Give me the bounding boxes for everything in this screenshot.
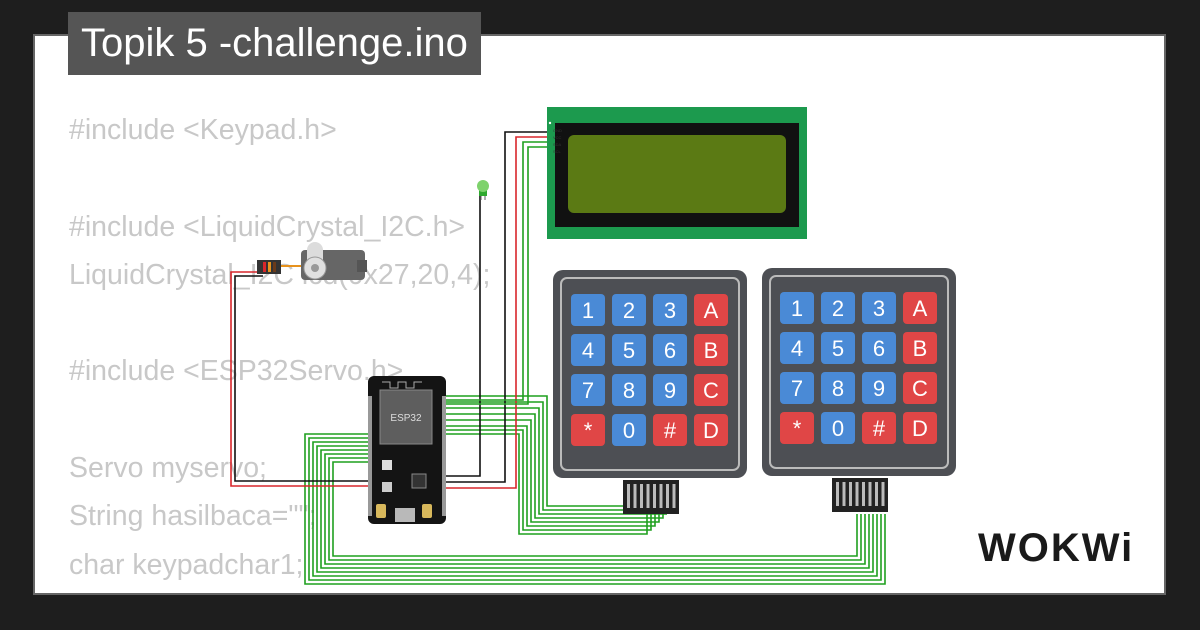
svg-text:3: 3 <box>664 298 676 323</box>
keypad-key[interactable]: 1 <box>571 294 605 326</box>
code-background: #include <Keypad.h> #include <LiquidCrys… <box>69 114 491 581</box>
lcd-display: GND VCC SDA SCL <box>547 107 807 239</box>
green-led <box>477 180 489 200</box>
keypad-key[interactable]: 2 <box>612 294 646 326</box>
svg-text:9: 9 <box>664 378 676 403</box>
keypad-key[interactable]: 4 <box>571 334 605 366</box>
svg-text:C: C <box>912 376 928 401</box>
keypad-key[interactable]: B <box>903 332 937 364</box>
svg-text:5: 5 <box>832 336 844 361</box>
keypad-pin <box>842 482 846 506</box>
svg-text:6: 6 <box>664 338 676 363</box>
svg-text:2: 2 <box>623 298 635 323</box>
keypad-pin <box>672 484 676 508</box>
svg-text:A: A <box>704 298 719 323</box>
keypad-pin <box>646 484 650 508</box>
lcd-pin-vcc: VCC <box>553 135 562 140</box>
keypad-key[interactable]: D <box>903 412 937 444</box>
svg-text:7: 7 <box>582 378 594 403</box>
svg-text:5: 5 <box>623 338 635 363</box>
keypad-pin <box>640 484 643 508</box>
svg-text:*: * <box>793 416 802 441</box>
keypad-pin <box>627 484 630 508</box>
keypad-key[interactable]: 4 <box>780 332 814 364</box>
svg-text:8: 8 <box>623 378 635 403</box>
svg-text:9: 9 <box>873 376 885 401</box>
keypad-pin <box>875 482 878 506</box>
servo <box>257 242 367 280</box>
esp32-label: ESP32 <box>390 413 422 424</box>
keypad-key[interactable]: 2 <box>821 292 855 324</box>
keypad-1: 1 2 3 A 4 5 6 B 7 8 9 C * 0 # D <box>553 270 747 514</box>
keypad-key[interactable]: 3 <box>653 294 687 326</box>
svg-text:4: 4 <box>791 336 803 361</box>
keypad-key[interactable]: B <box>694 334 728 366</box>
keypad-pin <box>862 482 865 506</box>
svg-text:A: A <box>913 296 928 321</box>
keypad-key[interactable]: 3 <box>862 292 896 324</box>
keypad-key[interactable]: D <box>694 414 728 446</box>
wokwi-logo: WOKWi <box>978 526 1135 570</box>
esp32-board: ESP32 <box>368 376 446 524</box>
svg-text:0: 0 <box>832 416 844 441</box>
keypad-pin <box>855 482 859 506</box>
svg-text:7: 7 <box>791 376 803 401</box>
keypad-key[interactable]: 7 <box>571 374 605 406</box>
lcd-pin-sda: SDA <box>553 142 562 147</box>
page-title: Topik 5 -challenge.ino <box>68 12 481 75</box>
svg-text:#: # <box>664 418 677 443</box>
circuit-diagram: GND VCC SDA SCL ESP32 1 2 3 A 4 5 6 <box>230 107 956 585</box>
keypad-key[interactable]: 0 <box>821 412 855 444</box>
keypad-pin <box>868 482 872 506</box>
keypad-key[interactable]: 9 <box>653 374 687 406</box>
svg-text:D: D <box>703 418 719 443</box>
keypad-wires <box>304 395 886 585</box>
keypad-key[interactable]: C <box>903 372 937 404</box>
keypad-key[interactable]: 6 <box>862 332 896 364</box>
svg-text:B: B <box>913 336 928 361</box>
keypad-key[interactable]: 6 <box>653 334 687 366</box>
keypad-key[interactable]: A <box>903 292 937 324</box>
keypad-key[interactable]: 5 <box>821 332 855 364</box>
keypad-pin <box>653 484 656 508</box>
svg-text:#: # <box>873 416 886 441</box>
keypad-key[interactable]: A <box>694 294 728 326</box>
svg-text:D: D <box>912 416 928 441</box>
keypad-pin <box>659 484 663 508</box>
keypad-key[interactable]: 0 <box>612 414 646 446</box>
svg-text:3: 3 <box>873 296 885 321</box>
svg-text:*: * <box>584 418 593 443</box>
keypad-pin <box>666 484 669 508</box>
keypad-key[interactable]: 8 <box>821 372 855 404</box>
svg-text:6: 6 <box>873 336 885 361</box>
keypad-2: 1 2 3 A 4 5 6 B 7 8 9 C * 0 # D <box>762 268 956 512</box>
keypad-key[interactable]: 1 <box>780 292 814 324</box>
keypad-key[interactable]: * <box>571 414 605 446</box>
power-wires <box>230 131 547 489</box>
svg-text:4: 4 <box>582 338 594 363</box>
svg-text:B: B <box>704 338 719 363</box>
svg-text:1: 1 <box>582 298 594 323</box>
svg-text:8: 8 <box>832 376 844 401</box>
keypad-key[interactable]: 7 <box>780 372 814 404</box>
keypad-pin <box>849 482 852 506</box>
keypad-key[interactable]: * <box>780 412 814 444</box>
svg-text:2: 2 <box>832 296 844 321</box>
svg-text:C: C <box>703 378 719 403</box>
lcd-pin-scl: SCL <box>553 149 562 154</box>
lcd-pin-gnd: GND <box>553 128 562 133</box>
keypad-key[interactable]: 5 <box>612 334 646 366</box>
keypad-key[interactable]: 8 <box>612 374 646 406</box>
svg-text:1: 1 <box>791 296 803 321</box>
keypad-key[interactable]: 9 <box>862 372 896 404</box>
keypad-pin <box>633 484 637 508</box>
keypad-key[interactable]: C <box>694 374 728 406</box>
keypad-key[interactable]: # <box>653 414 687 446</box>
preview-card: #include <Keypad.h> #include <LiquidCrys… <box>33 34 1166 595</box>
keypad-key[interactable]: # <box>862 412 896 444</box>
keypad-pin <box>881 482 885 506</box>
keypad-pin <box>836 482 839 506</box>
svg-text:0: 0 <box>623 418 635 443</box>
